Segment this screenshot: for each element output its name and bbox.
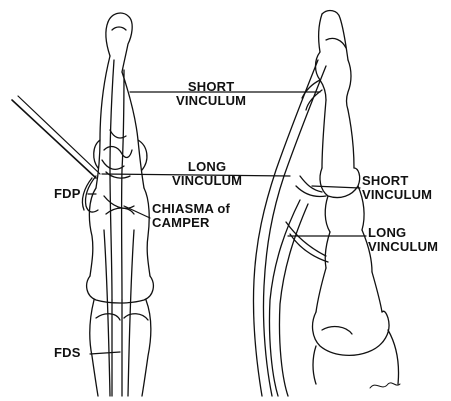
chiasma-of-camper-label: CHIASMA of CAMPER [152,202,230,230]
short-vinculum-label-right-line2: VINCULUM [362,188,432,202]
short-vinculum-label-left-line2: VINCULUM [176,94,246,108]
chiasma-label-line2: CAMPER [152,216,230,230]
long-vinculum-label-right-line2: VINCULUM [368,240,438,254]
long-vinculum-label-right: LONG VINCULUM [368,226,438,254]
fdp-label: FDP [54,187,81,201]
leader-short-vinculum-right [312,186,360,188]
short-vinculum-label-left: SHORT VINCULUM [176,80,246,108]
leader-chiasma [124,206,150,218]
short-vinculum-label-left-line1: SHORT [176,80,246,94]
short-vinculum-label-right-line1: SHORT [362,174,432,188]
fds-label: FDS [54,346,81,360]
long-vinculum-label-center-line1: LONG [172,160,242,174]
chiasma-label-line1: CHIASMA of [152,202,230,216]
long-vinculum-label-center: LONG VINCULUM [172,160,242,188]
left-finger-drawing [82,13,153,396]
probe-instrument [12,96,100,178]
long-vinculum-label-center-line2: VINCULUM [172,174,242,188]
short-vinculum-label-right: SHORT VINCULUM [362,174,432,202]
leader-fds [90,352,120,354]
right-finger-drawing [253,11,400,396]
long-vinculum-label-right-line1: LONG [368,226,438,240]
